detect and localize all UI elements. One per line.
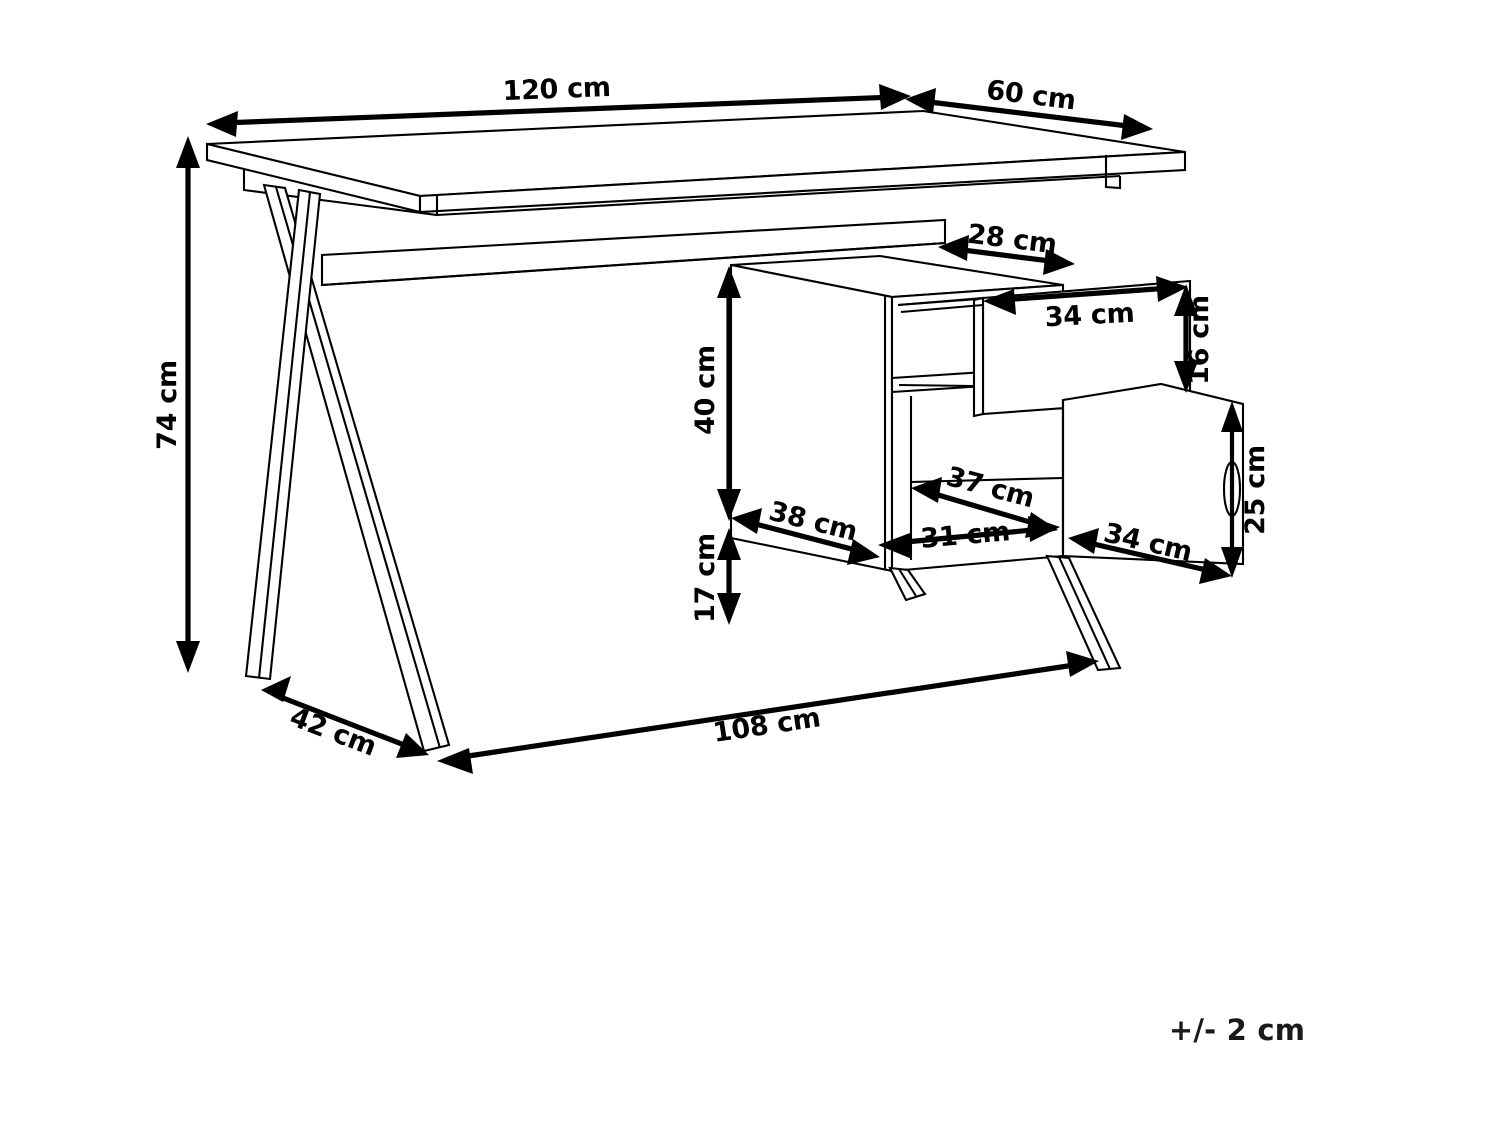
arrow-head-bottom <box>717 489 741 521</box>
arrow-head-bottom <box>176 641 200 673</box>
modesty-panel-lower-edge <box>321 241 946 287</box>
drawer-side-upper-line <box>900 303 984 314</box>
dimension-label-42cm: 42 cm <box>286 702 381 763</box>
desktop-underside-right-block <box>1104 155 1122 190</box>
arrow-head-left <box>911 477 942 503</box>
arrow-head-right <box>396 733 429 758</box>
arrow-head-left <box>983 289 1016 315</box>
left-leg-diagonal-b <box>244 188 322 681</box>
arrow-head-left <box>938 235 969 261</box>
arrow-head-right <box>1028 516 1060 542</box>
arrow-head-top <box>717 528 741 560</box>
arrow-head-right <box>847 539 880 565</box>
dimension-28cm: 28 cm <box>938 219 1075 275</box>
dimension-17cm: 17 cm <box>690 528 741 625</box>
dimension-label-25cm: 25 cm <box>1240 445 1271 535</box>
left-foot-inner-line <box>898 568 917 597</box>
left-leg-diagonal-b-inner <box>257 191 312 679</box>
arrow-head-right <box>1121 114 1153 140</box>
arrow-head-top <box>176 136 200 168</box>
arrow-head-left <box>437 748 473 774</box>
arrow-head-top <box>1221 401 1243 432</box>
arrow-head-left <box>878 533 912 559</box>
desktop-underside-edge <box>242 170 439 217</box>
dimension-label-40cm: 40 cm <box>690 345 721 435</box>
dimension-34cm-drawer: 34 cm <box>983 276 1188 333</box>
arrow-head-left <box>261 676 291 702</box>
arrow-head-left <box>905 88 936 114</box>
dimension-label-108cm: 108 cm <box>711 702 823 749</box>
arrow-head-right <box>1066 651 1099 677</box>
tolerance-note: +/- 2 cm <box>1169 1013 1305 1047</box>
arrow-head-bottom <box>1221 547 1243 578</box>
dimension-16cm: 16 cm <box>1174 284 1215 393</box>
dimension-label-120cm: 120 cm <box>502 72 611 107</box>
arrow-head-left <box>206 111 238 137</box>
dimension-label-34cm-drawer: 34 cm <box>1044 298 1135 334</box>
desk-illustration <box>205 109 1245 753</box>
dimension-120cm: 120 cm <box>206 72 911 137</box>
right-leg-diagonal-a-inner <box>1058 556 1111 670</box>
arrow-head-left <box>731 508 762 534</box>
dimension-42cm: 42 cm <box>261 676 429 763</box>
dimension-25cm: 25 cm <box>1221 401 1271 578</box>
dimension-108cm: 108 cm <box>437 651 1099 774</box>
arrow-head-left <box>1068 528 1099 554</box>
arrow-head-bottom <box>717 593 741 625</box>
drawer-front-edge-thickness <box>972 296 985 418</box>
dimension-label-17cm: 17 cm <box>690 533 721 623</box>
dimension-label-74cm: 74 cm <box>152 360 183 450</box>
desktop-right-edge <box>418 150 1187 214</box>
drawer-side-bottom-line <box>898 383 975 388</box>
arrow-head-right <box>1199 558 1232 584</box>
left-leg-diagonal-a <box>262 183 451 753</box>
dimension-40cm: 40 cm <box>690 266 741 521</box>
arrow-head-top <box>1174 284 1198 316</box>
arrow-head-bottom <box>1174 361 1198 393</box>
arrow-head-right <box>879 84 911 110</box>
dimension-74cm: 74 cm <box>152 136 200 673</box>
dimension-label-16cm: 16 cm <box>1184 295 1215 385</box>
arrow-head-right <box>1156 276 1188 302</box>
desktop-underside-back-edge <box>436 174 1121 217</box>
drawer-side-top-line <box>897 296 984 307</box>
arrow-head-right <box>1043 249 1075 275</box>
arrow-head-top <box>717 266 741 298</box>
